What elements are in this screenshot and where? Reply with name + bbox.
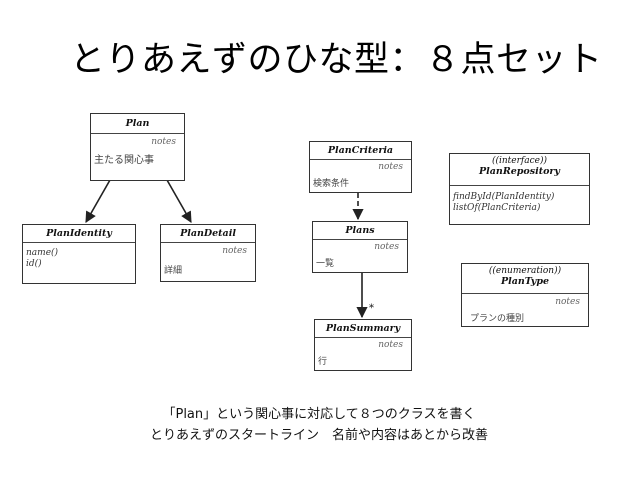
class-description: 主たる関心事 — [94, 155, 154, 166]
plan-to-identity-arrow — [85, 179, 111, 223]
class-description: 詳細 — [164, 266, 183, 276]
notes-label: notes — [151, 137, 176, 147]
class-plan-repository: ((interface)) PlanRepository findById(Pl… — [449, 153, 590, 225]
stereotype-label: ((enumeration)) — [488, 266, 562, 276]
plan-to-detail-arrow — [166, 179, 192, 223]
class-plans: Plans notes 一覧 — [312, 221, 408, 273]
class-name: PlanRepository — [479, 166, 560, 177]
notes-label: notes — [374, 242, 399, 252]
notes-label: notes — [555, 297, 580, 307]
class-name: PlanSummary — [325, 323, 401, 334]
caption-line-1: 「Plan」という関心事に対応して８つのクラスを書く — [162, 407, 476, 422]
operation-id: id() — [26, 259, 42, 269]
class-name: PlanCriteria — [327, 145, 394, 156]
notes-label: notes — [378, 340, 403, 350]
operation-find-by-id: findById(PlanIdentity) — [453, 192, 555, 202]
class-name: PlanType — [500, 276, 550, 287]
class-plan-identity: PlanIdentity name() id() — [22, 224, 136, 284]
notes-label: notes — [378, 162, 403, 172]
class-plan-summary: PlanSummary notes 行 — [314, 319, 412, 371]
operation-name: name() — [26, 248, 59, 258]
class-description: プランの種別 — [470, 314, 525, 324]
class-plan-type: ((enumeration)) PlanType notes プランの種別 — [461, 263, 589, 327]
class-name: PlanIdentity — [46, 228, 112, 239]
class-description: 一覧 — [316, 259, 335, 269]
multiplicity-label: * — [369, 303, 374, 314]
class-plan-detail: PlanDetail notes 詳細 — [160, 224, 256, 282]
class-description: 行 — [318, 357, 328, 367]
class-plan: Plan notes 主たる関心事 — [90, 113, 185, 181]
class-name: Plans — [345, 225, 375, 236]
class-name: PlanDetail — [180, 228, 236, 239]
class-name: Plan — [125, 118, 150, 129]
class-plan-criteria: PlanCriteria notes 検索条件 — [309, 141, 412, 193]
slide-title: とりあえずのひな型：８点セット — [70, 40, 603, 80]
stereotype-label: ((interface)) — [491, 156, 548, 166]
caption-line-2: とりあえずのスタートライン 名前や内容はあとから改善 — [149, 428, 488, 443]
notes-label: notes — [222, 246, 247, 256]
operation-list-of: listOf(PlanCriteria) — [453, 203, 541, 213]
class-description: 検索条件 — [313, 179, 350, 189]
